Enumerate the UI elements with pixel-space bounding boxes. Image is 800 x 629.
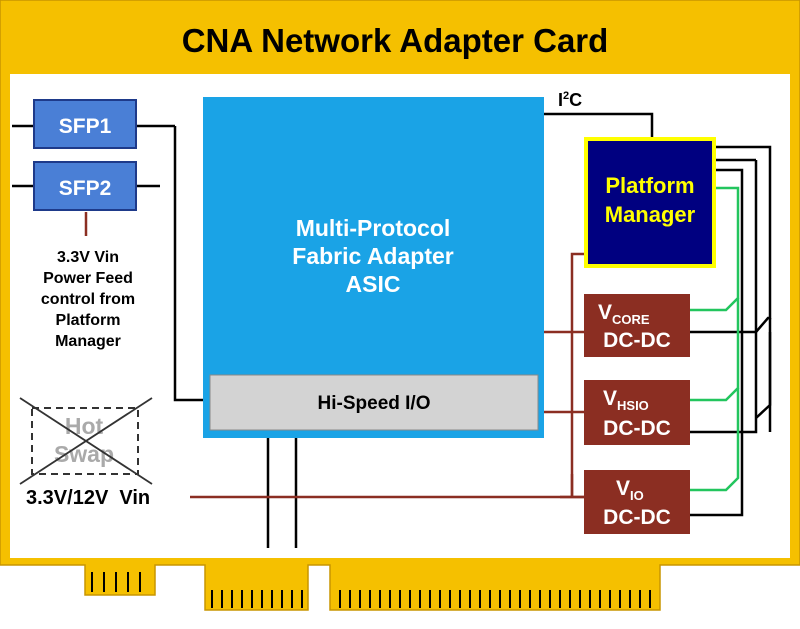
asic-label-line2: Fabric Adapter	[292, 243, 454, 269]
asic-label-line3: ASIC	[346, 271, 401, 297]
vcore-label: VCORE	[598, 301, 650, 327]
sfp2-label: SFP2	[59, 177, 112, 200]
power-lines	[84, 212, 584, 499]
power-feed-line1: 3.3V Vin	[57, 249, 119, 266]
control-lines	[690, 186, 740, 492]
sfp1-module	[33, 99, 137, 149]
signal-lines	[12, 112, 772, 548]
vio-dcdc-label: DC-DC	[603, 506, 671, 529]
power-feed-note: 3.3V Vin Power Feed control from Platfor…	[41, 249, 135, 350]
vhsio-dcdc-block	[584, 380, 690, 445]
right-edge-connector	[339, 590, 651, 608]
hot-swap-cross-2	[19, 397, 153, 485]
hi-speed-io-block	[209, 374, 539, 431]
platform-manager-block	[584, 137, 716, 268]
hot-swap-crossed: Hot Swap	[19, 397, 153, 485]
left-edge-connector	[211, 590, 303, 608]
power-feed-line4: Platform	[56, 312, 121, 329]
power-feed-line5: Manager	[55, 333, 121, 350]
small-edge-connector	[91, 572, 141, 592]
vio-dcdc-block	[584, 470, 690, 534]
i2c-label: I2C	[558, 90, 582, 110]
asic-label-line1: Multi-Protocol	[296, 215, 451, 241]
power-feed-line3: control from	[41, 291, 135, 308]
hot-swap-line1: Hot	[65, 413, 104, 439]
sfp1-label: SFP1	[59, 115, 112, 138]
power-feed-line2: Power Feed	[43, 270, 133, 287]
vcore-dcdc-label: DC-DC	[603, 329, 671, 352]
sfp2-module	[33, 161, 137, 211]
hi-speed-io-label: Hi-Speed I/O	[318, 393, 431, 414]
platform-manager-line1: Platform	[605, 173, 694, 198]
vio-label: VIO	[616, 477, 644, 503]
card-title: CNA Network Adapter Card	[182, 22, 609, 59]
hot-swap-line2: Swap	[54, 441, 114, 467]
hot-swap-box	[31, 407, 139, 475]
platform-manager-line2: Manager	[605, 202, 696, 227]
vcore-dcdc-block	[584, 294, 690, 357]
vhsio-label: VHSIO	[603, 387, 649, 413]
vhsio-dcdc-label: DC-DC	[603, 417, 671, 440]
vin-label: 3.3V/12V Vin	[26, 487, 150, 509]
